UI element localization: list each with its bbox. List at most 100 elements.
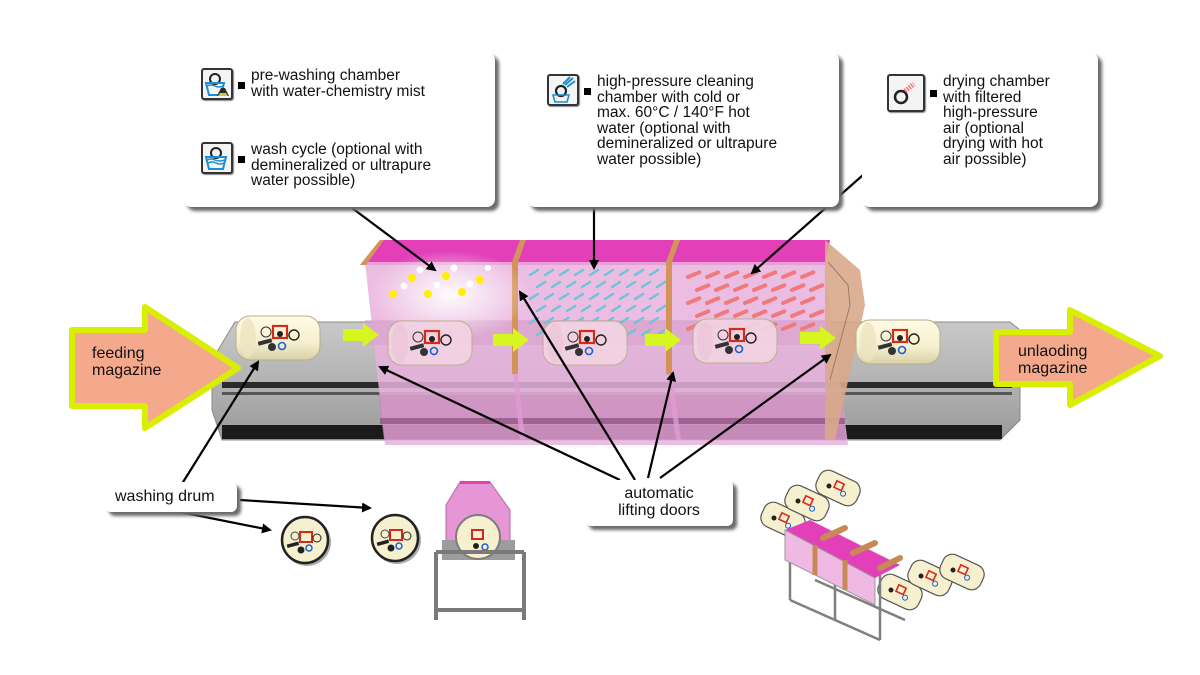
- lifting-door-2: [666, 240, 680, 262]
- spray-jet: [580, 304, 592, 313]
- spray-jet: [573, 292, 585, 301]
- prewash-description: pre-washing chamber with water-chemistry…: [251, 67, 425, 100]
- spray-jet: [565, 280, 577, 289]
- spray-jet: [603, 268, 615, 277]
- drying-description: drying chamber with filtered high-pressu…: [943, 73, 1050, 168]
- spray-jet: [633, 292, 645, 301]
- spray-jet: [535, 304, 547, 313]
- spray-jet: [610, 304, 622, 313]
- bullet-icon: [238, 156, 245, 163]
- exit-hood: [825, 240, 865, 440]
- single-chamber-unit: [434, 481, 526, 620]
- lifting-doors-label: automatic lifting doors: [618, 485, 700, 519]
- spray-jet: [610, 280, 622, 289]
- spray-jet: [640, 328, 652, 337]
- washing-drum-disc: [280, 515, 331, 566]
- air-jet: [714, 309, 730, 318]
- spray-jet: [535, 280, 547, 289]
- spray-jet: [648, 268, 660, 277]
- air-jet: [705, 270, 721, 279]
- spray-jet: [565, 304, 577, 313]
- spray-jet: [618, 292, 630, 301]
- spray-jet: [528, 268, 540, 277]
- spray-jet: [655, 304, 667, 313]
- air-jet: [809, 309, 825, 318]
- washing-drum: [542, 320, 628, 366]
- prewash-mist: [370, 250, 530, 340]
- air-jet: [752, 309, 768, 318]
- spray-jet: [633, 268, 645, 277]
- air-jet: [733, 309, 749, 318]
- air-jet: [752, 283, 768, 292]
- spray-jet: [640, 304, 652, 313]
- spray-jet: [595, 304, 607, 313]
- spray-jet: [573, 268, 585, 277]
- air-jet: [781, 296, 797, 305]
- spray-jet: [603, 292, 615, 301]
- callout-drying: drying chamber with filtered high-pressu…: [862, 52, 1098, 207]
- air-jet: [724, 270, 740, 279]
- unloading-magazine-label: unlaoding magazine: [1018, 343, 1088, 377]
- mini-drum: [939, 553, 985, 591]
- prewash-chemistry-icon: [201, 68, 233, 100]
- air-jet: [781, 270, 797, 279]
- flow-arrow: [343, 323, 379, 347]
- spray-jet: [618, 268, 630, 277]
- air-jet: [771, 283, 787, 292]
- washing-drum: [692, 318, 778, 364]
- air-jet: [743, 296, 759, 305]
- high-pressure-description: high-pressure cleaning chamber with cold…: [597, 73, 778, 168]
- washing-drum-callout: washing drum: [105, 482, 237, 512]
- wash-description: wash cycle (optional with demineralized …: [251, 141, 432, 189]
- washing-drum: [855, 319, 941, 365]
- spray-jet: [633, 316, 645, 325]
- spray-jet: [588, 268, 600, 277]
- callout-item-high-pressure: high-pressure cleaning chamber with cold…: [547, 74, 777, 167]
- air-jet: [800, 322, 816, 331]
- callout-high-pressure: high-pressure cleaning chamber with cold…: [527, 52, 839, 207]
- mini-washing-line: [784, 520, 906, 642]
- spray-jet: [543, 292, 555, 301]
- spray-jet: [625, 280, 637, 289]
- spray-jet: [625, 304, 637, 313]
- flow-arrow: [645, 328, 681, 352]
- spray-jet: [558, 292, 570, 301]
- air-jet: [695, 309, 711, 318]
- callout-item-prewash: pre-washing chamber with water-chemistry…: [201, 68, 425, 100]
- air-jet: [771, 309, 787, 318]
- air-jet: [695, 283, 711, 292]
- air-jet: [724, 296, 740, 305]
- air-jet: [762, 296, 778, 305]
- air-jet: [714, 283, 730, 292]
- spray-jet: [618, 316, 630, 325]
- air-jet: [781, 322, 797, 331]
- spray-jet: [595, 280, 607, 289]
- callout-item-wash: wash cycle (optional with demineralized …: [201, 142, 431, 189]
- air-jet: [762, 270, 778, 279]
- air-jet: [790, 309, 806, 318]
- spray-jet: [528, 292, 540, 301]
- unloading-arrow: [993, 307, 1163, 408]
- spray-jet: [625, 328, 637, 337]
- air-jet: [733, 283, 749, 292]
- air-jet: [686, 270, 702, 279]
- pointer-lines: [179, 159, 881, 534]
- bullet-icon: [584, 88, 591, 95]
- spray-jet: [550, 280, 562, 289]
- air-jet: [809, 283, 825, 292]
- spray-jet: [543, 316, 555, 325]
- lifting-door-1: [512, 240, 526, 262]
- washing-drum: [235, 315, 321, 361]
- spray-jet: [580, 280, 592, 289]
- spray-jet: [655, 280, 667, 289]
- bullet-icon: [930, 90, 937, 97]
- air-jet: [705, 296, 721, 305]
- spray-jet: [558, 268, 570, 277]
- spray-jet: [648, 316, 660, 325]
- feeding-arrow: [69, 304, 241, 431]
- flow-arrow: [493, 328, 529, 352]
- air-jet: [800, 296, 816, 305]
- spray-jet: [648, 292, 660, 301]
- air-jet: [800, 270, 816, 279]
